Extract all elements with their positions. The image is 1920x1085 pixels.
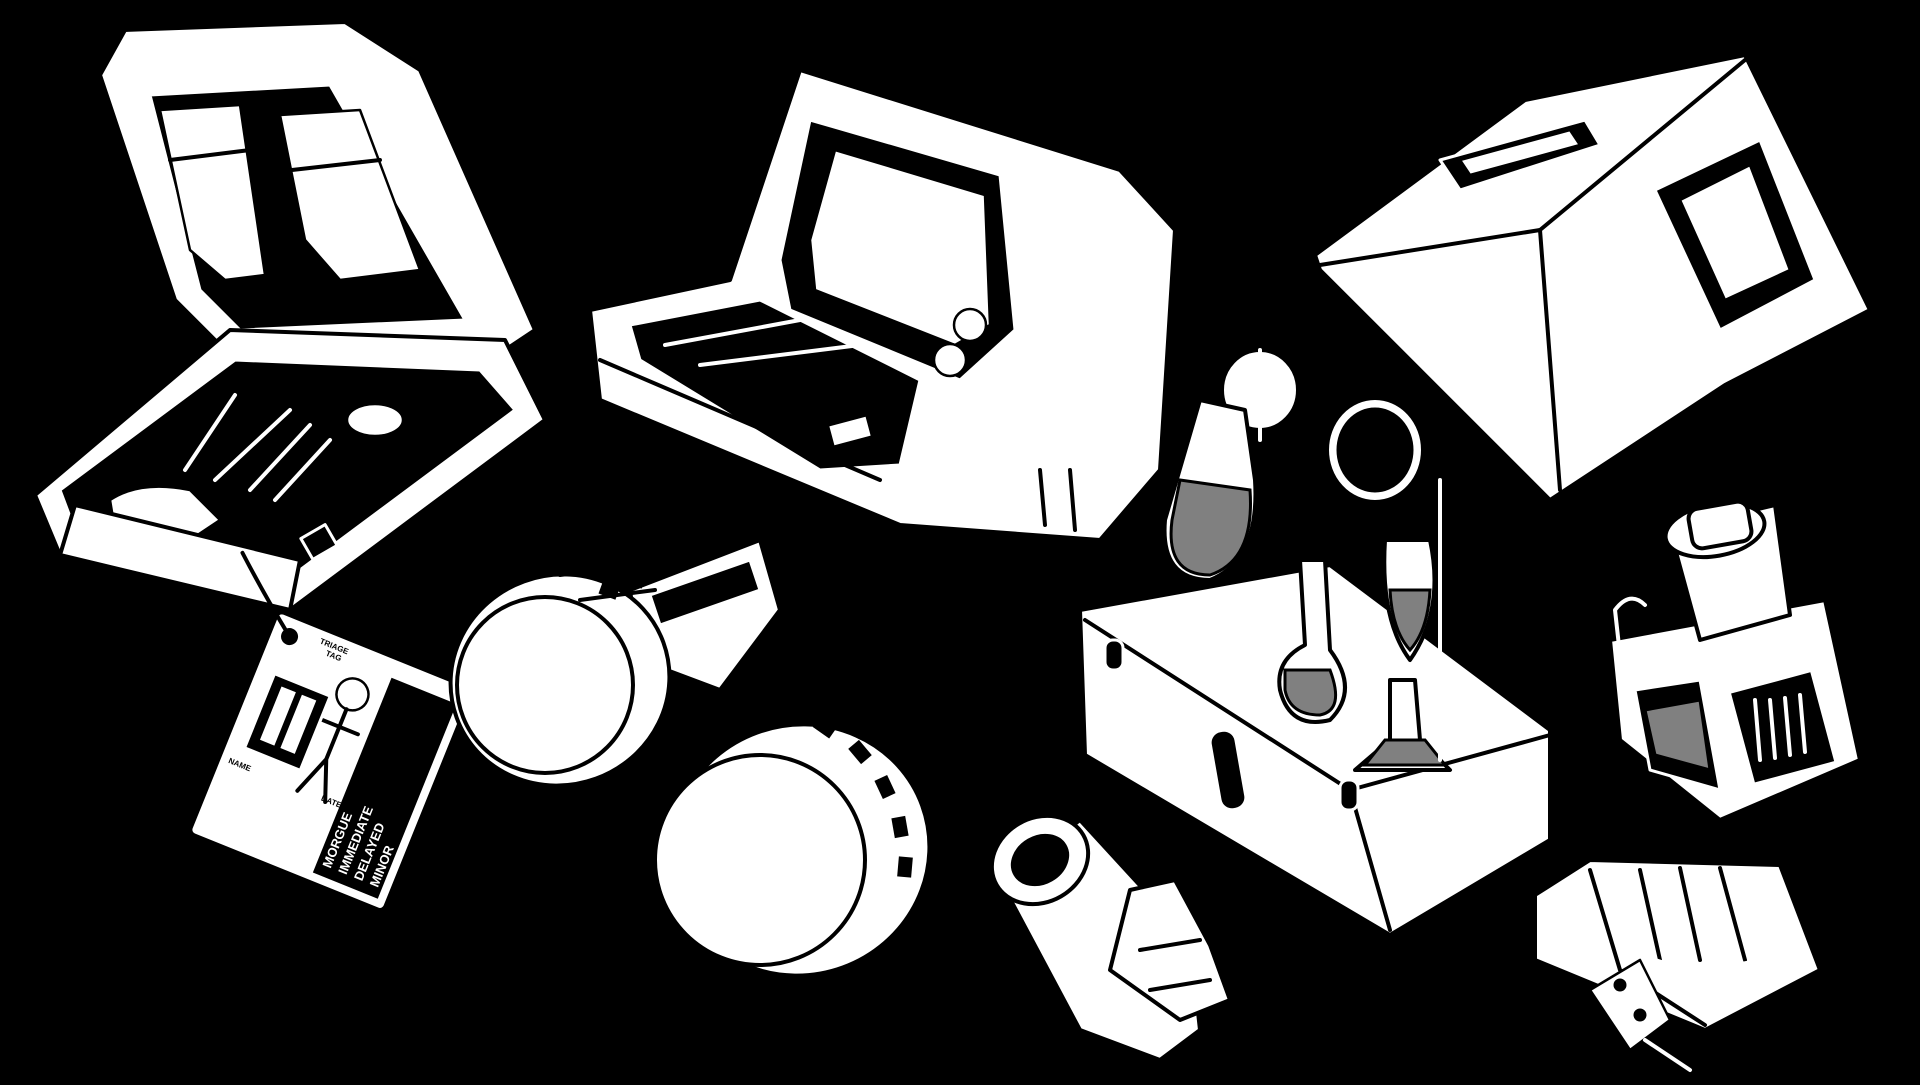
chemistry-station-icon [1078, 348, 1552, 937]
microscope-lens-icon [989, 813, 1232, 1062]
supply-crate-icon [1313, 53, 1872, 502]
triage-tag-icon: TRIAGE TAG NAME DATE MORGUE IMMEDIATE DE… [188, 550, 474, 912]
battery-pack-icon [1533, 858, 1822, 1072]
terminal-computer-icon [588, 68, 1177, 542]
lantern-device-icon [1608, 499, 1862, 822]
goggles-icon [448, 538, 932, 978]
surgical-kit-icon [33, 20, 547, 612]
